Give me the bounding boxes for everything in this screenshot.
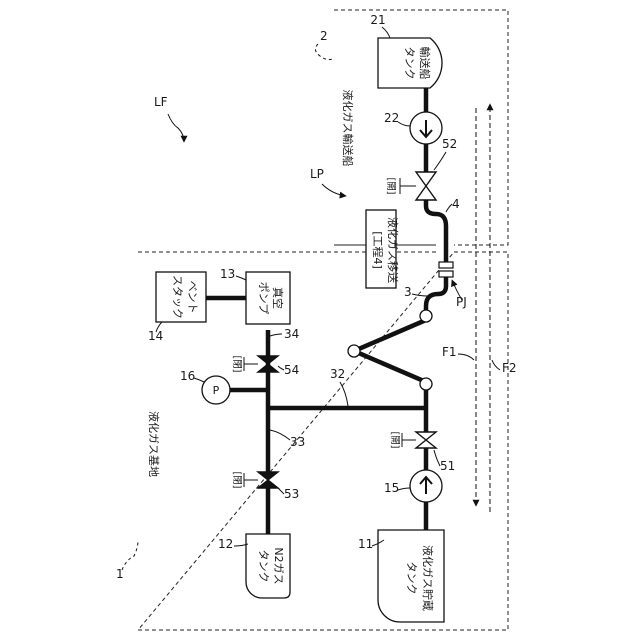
valve-53-number: 53 (284, 487, 299, 501)
vacuum-pump-number: 13 (220, 267, 235, 281)
valve-53-state: [閉] (231, 472, 242, 489)
valve-54 (258, 356, 278, 372)
joint-number: 3 (404, 285, 412, 299)
storage-tank-label-2: タンク (405, 562, 418, 595)
line-34-label: 34 (284, 327, 299, 341)
ship-pump-number: 22 (384, 111, 399, 125)
base-pump-leader (398, 488, 410, 490)
valve-54-stem (244, 357, 258, 371)
arm-joint-bottom (420, 378, 432, 390)
valve-51-leader (434, 450, 440, 466)
valve-54-number: 54 (284, 363, 299, 377)
pressure-gauge-leader (194, 378, 204, 382)
joint-leader (412, 294, 428, 296)
ship-region-number: 2 (320, 29, 328, 43)
pipe-joint-flange-lower (439, 271, 453, 277)
process-step-title: [工程4] (371, 231, 384, 269)
ship-tank-label-2: タンク (403, 47, 416, 80)
ship-tank-number: 21 (370, 13, 385, 27)
valve-51-stem (402, 433, 416, 447)
valve-54-state: [閉] (231, 356, 242, 373)
ship-valve (416, 172, 436, 200)
vent-stack-label-1: ベント (186, 281, 199, 314)
ship-valve-stem (400, 178, 416, 194)
flow-label-f2: F2 (502, 361, 517, 375)
pipe-joint-label: PJ (456, 295, 467, 309)
ship-region-name: 液化ガス輸送船 (341, 90, 355, 167)
flow-f2-leader (492, 360, 500, 370)
valve-51-state: [開] (389, 432, 400, 449)
flow-f1-leader (458, 354, 474, 360)
base-region-leader (122, 540, 138, 570)
pressure-gauge-number: 16 (180, 369, 195, 383)
ship-valve-leader (434, 152, 446, 170)
base-transfer-pipe (426, 274, 446, 312)
ship-region-leader (315, 44, 334, 60)
arm-joint-top (420, 310, 432, 322)
n2-gas-tank-label-2: タンク (257, 550, 270, 583)
valve-51-number: 51 (440, 459, 455, 473)
ship-valve-number: 52 (442, 137, 457, 151)
storage-tank-label-1: 液化ガス貯蔵 (421, 545, 435, 611)
n2-gas-tank-number: 12 (218, 537, 233, 551)
pipe-joint-flange-upper (439, 262, 453, 268)
figure-reference: LF (154, 95, 168, 109)
figure-reference-arrow (168, 114, 184, 142)
ship-tank-label-1: 輸送船 (418, 47, 432, 80)
base-region-name: 液化ガス基地 (147, 411, 161, 477)
valve-51 (416, 432, 436, 448)
line-32-leader (340, 382, 348, 406)
line-33-leader (270, 430, 290, 440)
pressure-gauge-symbol: P (213, 384, 220, 397)
process-step-name: 液化ガス移送 (386, 217, 400, 283)
ship-tank-leader (382, 27, 390, 38)
loading-arm (354, 320, 426, 382)
base-pump-number: 15 (384, 481, 399, 495)
vent-stack-label-2: スタック (171, 275, 184, 319)
arm-joint-elbow (348, 345, 360, 357)
storage-tank-number: 11 (358, 537, 373, 551)
vacuum-pump-label-1: 真空 (271, 287, 285, 309)
ship-valve-state: [開] (385, 178, 396, 195)
valve-53-stem (244, 473, 258, 487)
line-32-label: 32 (330, 367, 345, 381)
flow-label-f1: F1 (442, 345, 457, 359)
ship-pipe-number: 4 (452, 197, 460, 211)
vent-stack-number: 14 (148, 329, 163, 343)
line-34-leader (270, 334, 282, 336)
ship-pump-leader (398, 122, 410, 126)
lp-arrow (322, 184, 346, 196)
n2-gas-tank-label-1: N2ガス (272, 547, 285, 584)
valve-53 (258, 472, 278, 488)
line-33-label: 33 (290, 435, 305, 449)
vacuum-pump-label-2: ポンプ (257, 282, 270, 315)
lp-label: LP (310, 167, 324, 181)
vacuum-pump-leader (236, 276, 246, 280)
